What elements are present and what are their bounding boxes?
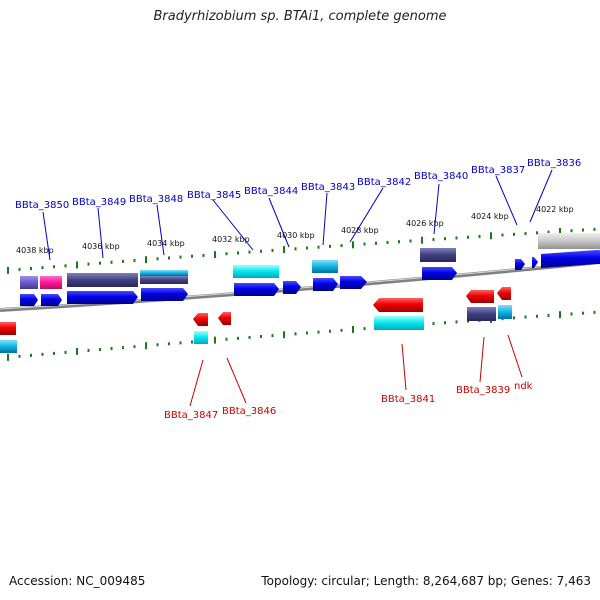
genome-backbone <box>0 260 600 312</box>
kbp-label: 4026 kbp <box>406 219 444 228</box>
gene-arrow-forward[interactable] <box>422 267 457 280</box>
kbp-label: 4036 kbp <box>82 242 120 251</box>
gene-label-forward[interactable]: BBta_3842 <box>357 177 411 188</box>
feature-block[interactable] <box>20 276 38 289</box>
kbp-label: 4038 kbp <box>16 246 54 255</box>
kbp-label: 4022 kbp <box>536 205 574 214</box>
feature-block[interactable] <box>467 307 496 321</box>
forward-features <box>20 233 600 289</box>
feature-block[interactable] <box>67 273 138 287</box>
gene-arrow-forward[interactable] <box>67 291 138 304</box>
gene-arrow-reverse[interactable] <box>466 290 494 303</box>
forward-tick-track <box>7 227 596 274</box>
gene-arrow-forward[interactable] <box>20 294 38 306</box>
gene-arrow-forward[interactable] <box>41 294 62 306</box>
gene-label-reverse[interactable]: BBta_3847 <box>164 410 218 421</box>
gene-label-reverse[interactable]: BBta_3839 <box>456 385 510 396</box>
reverse-genes <box>0 287 512 353</box>
accession-text: Accession: NC_009485 <box>9 574 146 588</box>
gene-label-reverse[interactable]: BBta_3841 <box>381 394 435 405</box>
gene-label-forward[interactable]: BBta_3850 <box>15 200 69 211</box>
gene-arrow-reverse[interactable] <box>373 298 423 312</box>
gene-label-forward[interactable]: BBta_3836 <box>527 158 581 169</box>
forward-genes <box>20 250 600 306</box>
gene-arrow-forward[interactable] <box>532 257 538 268</box>
gene-arrow-forward[interactable] <box>340 276 367 289</box>
gene-arrow-forward[interactable] <box>515 259 525 270</box>
feature-block[interactable] <box>140 270 188 276</box>
feature-block[interactable] <box>420 248 456 262</box>
gene-label-forward[interactable]: BBta_3843 <box>301 182 355 193</box>
gene-arrow-reverse[interactable] <box>497 287 511 300</box>
gene-label-forward[interactable]: BBta_3845 <box>187 190 241 201</box>
gene-arrow-forward[interactable] <box>313 278 338 291</box>
feature-block[interactable] <box>140 276 188 284</box>
feature-block[interactable] <box>312 260 338 273</box>
feature-block[interactable] <box>40 276 62 289</box>
kbp-label: 4030 kbp <box>277 231 315 240</box>
kbp-label: 4032 kbp <box>212 235 250 244</box>
feature-block[interactable] <box>374 316 424 330</box>
gene-arrow-forward[interactable] <box>234 283 279 296</box>
gene-label-forward[interactable]: BBta_3840 <box>414 171 468 182</box>
reverse-leader-lines <box>189 334 523 407</box>
feature-block[interactable] <box>0 340 17 353</box>
gene-arrow-forward[interactable] <box>541 250 600 268</box>
gene-arrow-reverse[interactable] <box>0 322 16 335</box>
gene-arrow-reverse[interactable] <box>193 313 208 326</box>
feature-block[interactable] <box>194 331 208 344</box>
feature-block[interactable] <box>538 233 600 249</box>
gene-label-reverse[interactable]: ndk <box>514 381 533 392</box>
map-title: Bradyrhizobium sp. BTAi1, complete genom… <box>153 9 447 24</box>
kbp-label: 4034 kbp <box>147 239 185 248</box>
gene-label-forward[interactable]: BBta_3837 <box>471 165 525 176</box>
gene-label-forward[interactable]: BBta_3848 <box>129 194 183 205</box>
gene-arrow-forward[interactable] <box>141 288 188 301</box>
feature-block[interactable] <box>498 305 512 319</box>
gene-label-forward[interactable]: BBta_3844 <box>244 186 298 197</box>
kbp-label: 4028 kbp <box>341 226 379 235</box>
forward-leader-lines <box>42 169 553 261</box>
feature-block[interactable] <box>233 265 279 278</box>
gene-label-forward[interactable]: BBta_3849 <box>72 197 126 208</box>
kbp-label: 4024 kbp <box>471 212 509 221</box>
gene-arrow-forward[interactable] <box>283 281 301 294</box>
genome-summary-text: Topology: circular; Length: 8,264,687 bp… <box>261 574 591 588</box>
gene-label-reverse[interactable]: BBta_3846 <box>222 406 276 417</box>
gene-arrow-reverse[interactable] <box>218 312 231 325</box>
